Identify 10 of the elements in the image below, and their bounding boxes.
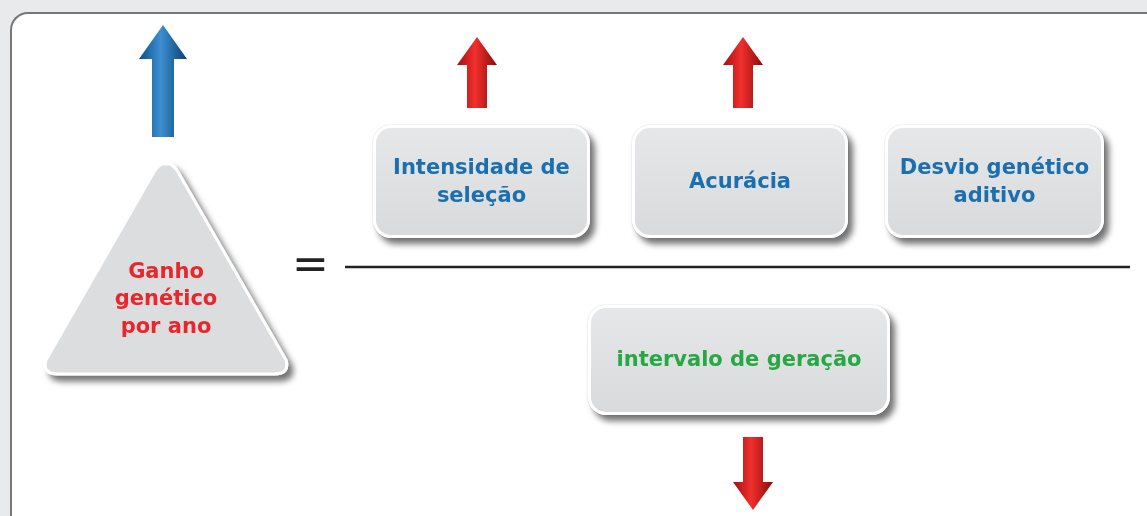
node-label: Desvio genético aditivo — [898, 154, 1091, 209]
node-label: Ganho genético por ano — [113, 258, 219, 340]
rounded-box — [885, 125, 1104, 238]
equals-sign: = — [292, 238, 329, 289]
rounded-box — [373, 125, 590, 238]
node-label: intervalo de geração — [616, 346, 862, 374]
node-label: Intensidade de seleção — [392, 154, 571, 209]
rounded-box — [632, 125, 848, 238]
rounded-box — [588, 305, 890, 415]
node-label: Acurácia — [689, 167, 791, 195]
